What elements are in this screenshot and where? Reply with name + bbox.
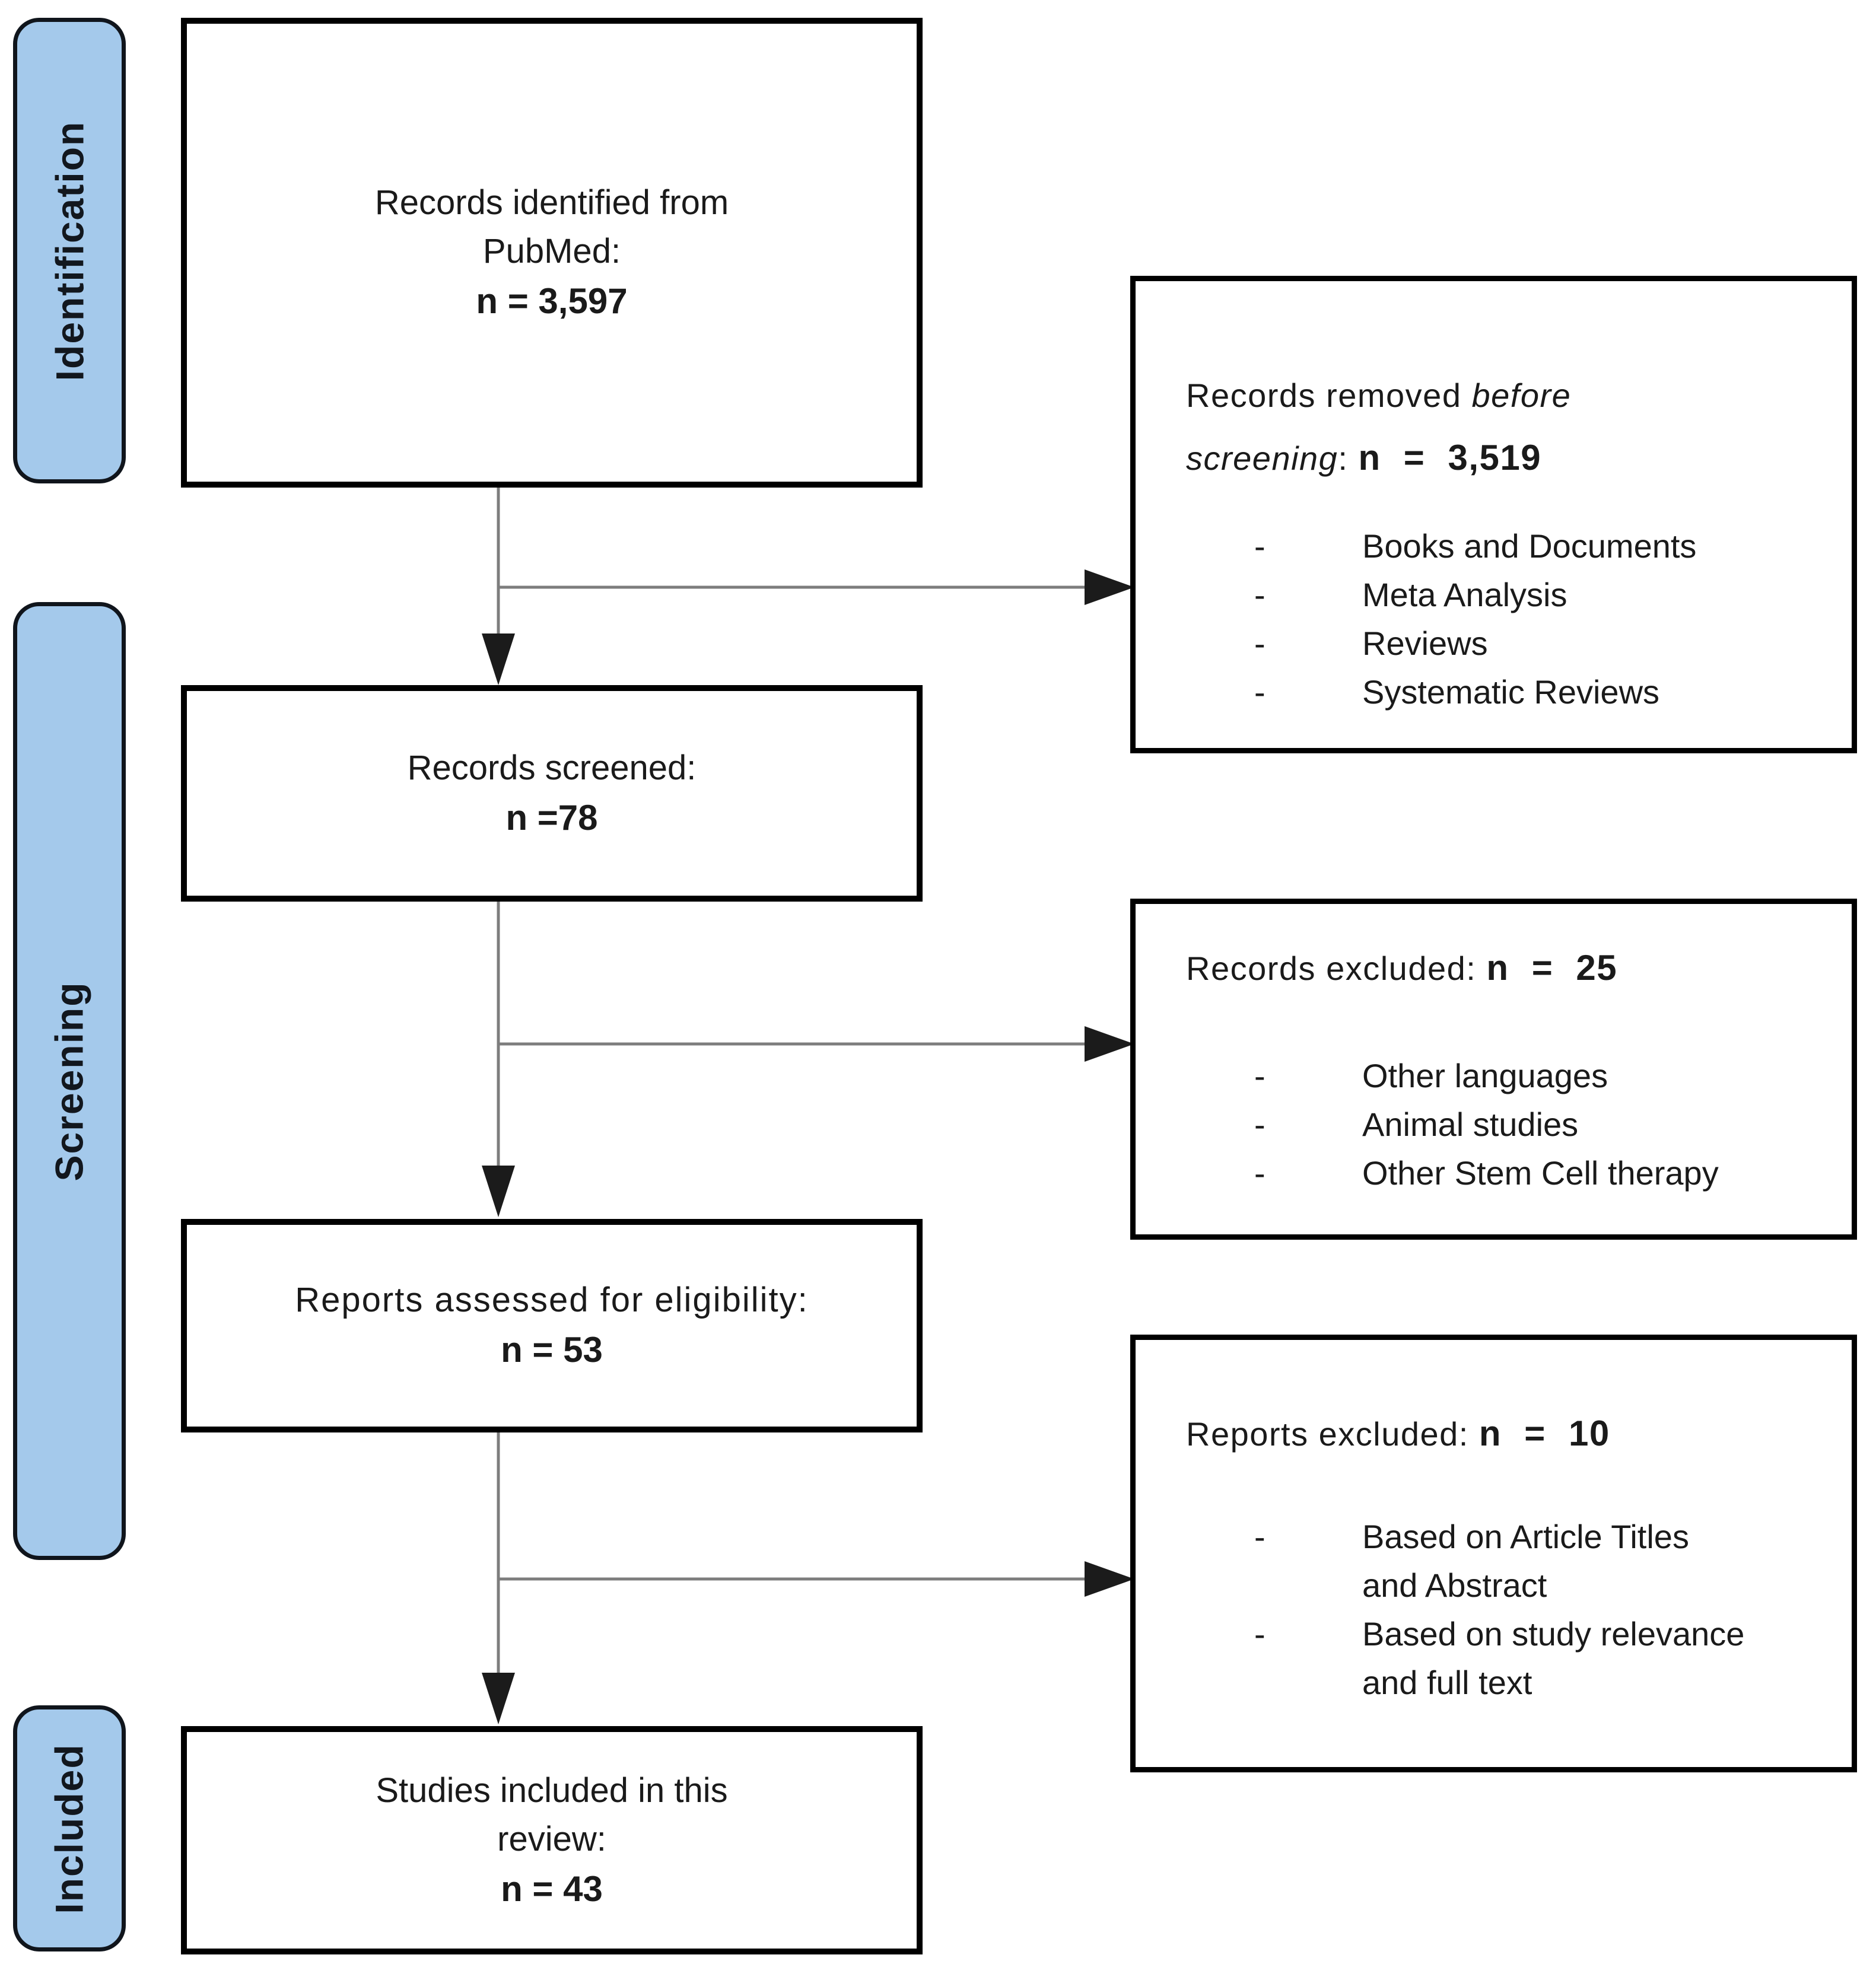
box-text-line: Records screened:: [407, 748, 697, 787]
box-reports-assessed: Reports assessed for eligibility: n = 53: [181, 1219, 923, 1432]
arrowhead-down-included: [482, 1673, 515, 1724]
side-box-heading: Reports excluded: n = 10: [1186, 1402, 1720, 1465]
heading-prefix: Reports excluded:: [1186, 1415, 1479, 1453]
box-records-identified-content: Records identified from PubMed: n = 3,59…: [375, 179, 729, 327]
list-item: - Animal studies: [1254, 1100, 1822, 1149]
list-item-text: Reviews: [1362, 625, 1488, 662]
box-studies-included-content: Studies included in this review: n = 43: [376, 1766, 727, 1915]
stage-label-text: Identification: [47, 120, 92, 381]
list-item: - Meta Analysis: [1254, 571, 1822, 619]
dash-bullet: -: [1254, 1615, 1265, 1653]
box-reports-excluded: Reports excluded: n = 10 - Based on Arti…: [1130, 1335, 1857, 1772]
side-box-count: n = 25: [1486, 948, 1618, 988]
dash-bullet: -: [1254, 527, 1265, 565]
box-count: n = 53: [501, 1330, 603, 1370]
stage-label-identification: Identification: [13, 18, 126, 483]
side-box-heading: Records removed before screening: n = 3,…: [1186, 364, 1720, 489]
box-records-excluded: Records excluded: n = 25 - Other languag…: [1130, 899, 1857, 1240]
arrowhead-right-records-removed: [1085, 569, 1134, 605]
box-records-removed-before-screening: Records removed before screening: n = 3,…: [1130, 276, 1857, 753]
exclusion-reasons-list: - Other languages - Animal studies - Oth…: [1186, 1052, 1822, 1198]
heading-prefix: Records removed: [1186, 377, 1472, 414]
arrowhead-down-assessed: [482, 1166, 515, 1217]
box-text-line: PubMed:: [482, 232, 621, 270]
list-item-text: Systematic Reviews: [1362, 673, 1660, 711]
list-item-text: Other Stem Cell therapy: [1362, 1154, 1719, 1192]
dash-bullet: -: [1254, 673, 1265, 711]
list-item: - Other Stem Cell therapy: [1254, 1149, 1822, 1198]
box-records-screened-content: Records screened: n =78: [408, 744, 697, 843]
box-count: n = 43: [501, 1868, 603, 1909]
list-item: - Books and Documents: [1254, 522, 1822, 571]
list-item-text: Meta Analysis: [1362, 576, 1567, 613]
dash-bullet: -: [1254, 1057, 1265, 1094]
box-count: n = 3,597: [476, 281, 628, 321]
arrowhead-right-records-excluded: [1085, 1026, 1134, 1062]
box-count: n =78: [505, 797, 598, 838]
box-reports-assessed-content: Reports assessed for eligibility: n = 53: [295, 1276, 808, 1376]
stage-label-screening: Screening: [13, 602, 126, 1560]
list-item: - Based on Article Titles and Abstract: [1254, 1513, 1822, 1610]
box-text-line: Records identified from: [374, 183, 729, 222]
dash-bullet: -: [1254, 1106, 1265, 1143]
heading-prefix: Records excluded:: [1186, 950, 1487, 987]
list-item-text: Based on Article Titles and Abstract: [1362, 1518, 1689, 1604]
box-records-identified: Records identified from PubMed: n = 3,59…: [181, 18, 923, 488]
arrowhead-right-reports-excluded: [1085, 1561, 1134, 1597]
heading-italic: before screening: [1186, 377, 1572, 477]
box-text-line: Studies included in this: [376, 1771, 728, 1810]
list-item: - Systematic Reviews: [1254, 668, 1822, 717]
exclusion-reasons-list: - Books and Documents - Meta Analysis - …: [1186, 522, 1822, 717]
list-item: - Based on study relevance and full text: [1254, 1610, 1822, 1707]
stage-label-text: Included: [47, 1743, 92, 1914]
box-records-screened: Records screened: n =78: [181, 685, 923, 902]
list-item-text: Animal studies: [1362, 1106, 1579, 1143]
stage-label-text: Screening: [47, 980, 92, 1182]
box-text-line: Reports assessed for eligibility:: [295, 1281, 809, 1319]
dash-bullet: -: [1254, 625, 1265, 662]
side-box-heading: Records excluded: n = 25: [1186, 937, 1720, 999]
side-box-count: n = 3,519: [1358, 438, 1542, 477]
dash-bullet: -: [1254, 1518, 1265, 1555]
list-item: - Other languages: [1254, 1052, 1822, 1100]
side-box-count: n = 10: [1478, 1413, 1610, 1453]
exclusion-reasons-list: - Based on Article Titles and Abstract -…: [1186, 1513, 1822, 1707]
dash-bullet: -: [1254, 576, 1265, 613]
box-studies-included: Studies included in this review: n = 43: [181, 1726, 923, 1954]
list-item-text: Books and Documents: [1362, 527, 1697, 565]
stage-label-included: Included: [13, 1705, 126, 1951]
list-item-text: Based on study relevance and full text: [1362, 1615, 1745, 1701]
dash-bullet: -: [1254, 1154, 1265, 1192]
heading-suffix: :: [1338, 440, 1359, 477]
list-item: - Reviews: [1254, 619, 1822, 668]
arrowhead-down-screened: [482, 633, 515, 685]
box-text-line: review:: [497, 1819, 606, 1858]
list-item-text: Other languages: [1362, 1057, 1608, 1094]
